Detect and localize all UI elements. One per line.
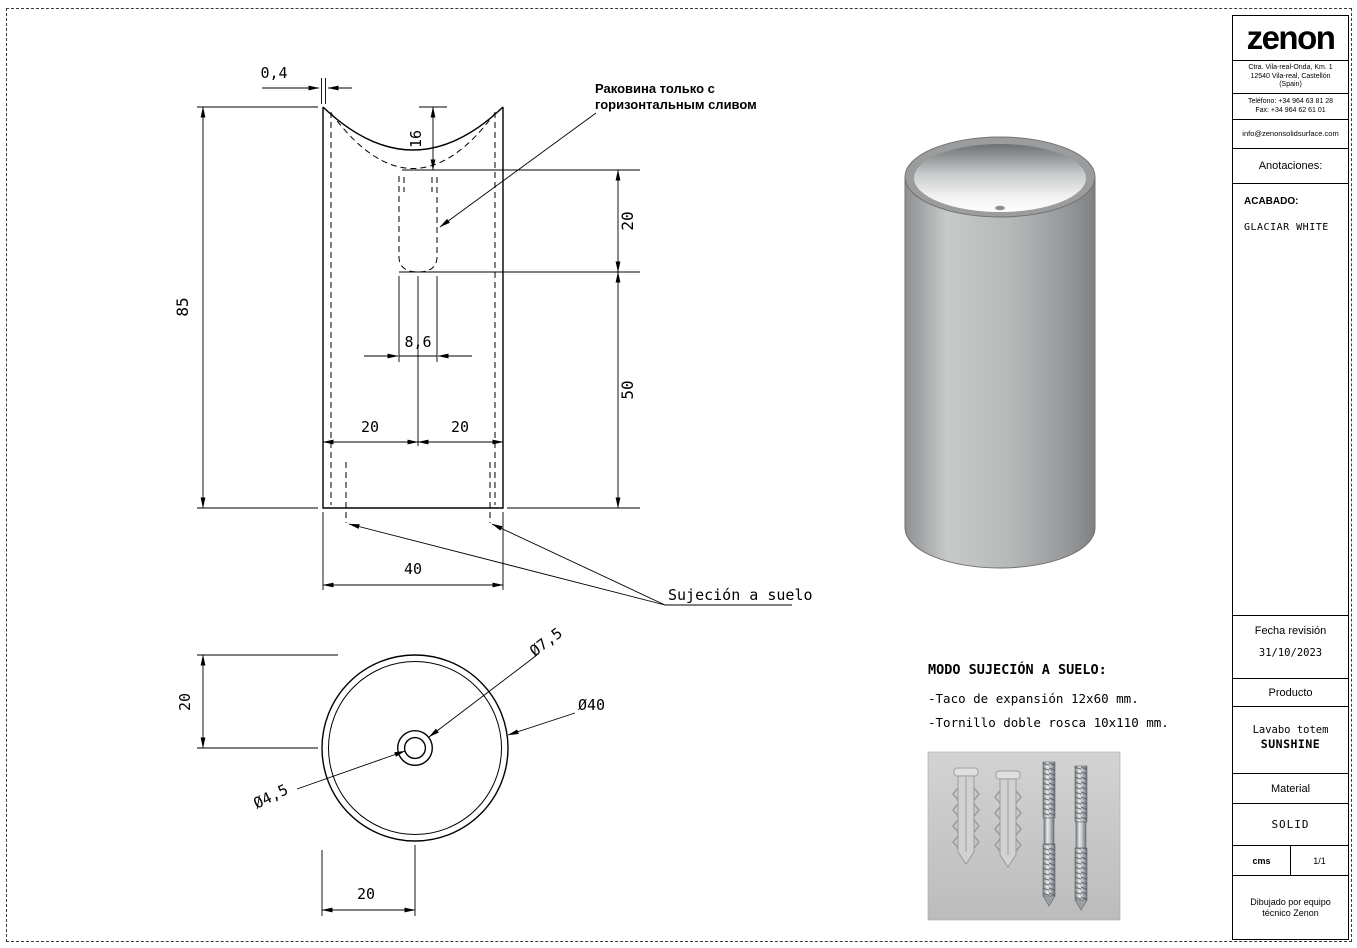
fixation-item-screw: -Tornillo doble rosca 10x110 mm. bbox=[928, 715, 1169, 730]
dim-basin-depth-label: 16 bbox=[407, 130, 425, 148]
front-view-hidden-lines bbox=[330, 112, 496, 523]
company-contact: Teléfono: +34 964 63 81 28 Fax: +34 964 … bbox=[1233, 94, 1348, 120]
dim-drain-bottom-label: 50 bbox=[618, 380, 637, 399]
double-thread-screw-2 bbox=[1074, 765, 1088, 911]
finish-section: ACABADO: GLACIAR WHITE bbox=[1233, 184, 1348, 616]
phone-line: Teléfono: +34 964 63 81 28 bbox=[1247, 98, 1334, 105]
address-line1: Ctra. Vila-real-Onda, Km. 1 bbox=[1248, 64, 1333, 71]
dim-basin-depth: 16 bbox=[407, 106, 447, 171]
dim-wall-label: 0,4 bbox=[260, 64, 287, 82]
product-section: Lavabo totem SUNSHINE bbox=[1233, 707, 1348, 774]
revision-label: Fecha revisión bbox=[1254, 625, 1327, 637]
dia-drain-label: Ø7,5 bbox=[526, 624, 566, 660]
fixation-item-anchor: -Taco de expansión 12x60 mm. bbox=[928, 691, 1139, 706]
address-line3: (Spain) bbox=[1279, 81, 1302, 88]
floor-fixation-callout: Sujeción a suelo bbox=[348, 523, 813, 606]
dim-total-height: 85 bbox=[173, 106, 318, 509]
units-label: cms bbox=[1233, 846, 1291, 875]
dia-hole-label: Ø4,5 bbox=[251, 780, 291, 812]
company-address: Ctra. Vila-real-Onda, Km. 1 12540 Vila-r… bbox=[1233, 61, 1348, 94]
dim-total-width: 40 bbox=[322, 512, 504, 590]
dim-drain-width: 8,6 bbox=[364, 276, 472, 446]
front-view-outline bbox=[322, 106, 504, 509]
render-drain-dot bbox=[995, 205, 1005, 211]
floor-fixation-label: Sujeción a suelo bbox=[668, 586, 813, 604]
dim-half-left-label: 20 bbox=[361, 418, 379, 436]
fixation-photo bbox=[927, 751, 1121, 921]
drawn-by-credit: Dibujado por equipo técnico Zenon bbox=[1233, 876, 1348, 939]
fixation-note: MODO SUJECIÓN A SUELO: -Taco de expansió… bbox=[928, 660, 1169, 730]
dim-plan-center-horizontal: 20 bbox=[321, 845, 416, 916]
revision-section: Fecha revisión 31/10/2023 bbox=[1233, 616, 1348, 679]
dia-outer-label: Ø40 bbox=[578, 696, 605, 714]
company-logo: zenon bbox=[1233, 16, 1348, 61]
product-name: Lavabo totem bbox=[1252, 724, 1329, 736]
dim-height-label: 85 bbox=[173, 297, 192, 316]
material-label: Material bbox=[1233, 774, 1348, 804]
drain-annotation: Раковина только с горизонтальным сливом bbox=[439, 81, 757, 228]
dim-wall-thickness: 0,4 bbox=[260, 64, 352, 104]
finish-label: ACABADO: bbox=[1244, 196, 1299, 207]
dim-drain-position: 20 50 bbox=[399, 169, 640, 509]
credit-line1: Dibujado por equipo bbox=[1250, 896, 1331, 907]
dim-half-widths: 20 20 bbox=[322, 418, 504, 445]
material-value: SOLID bbox=[1233, 804, 1348, 846]
product-model: SUNSHINE bbox=[1260, 737, 1321, 751]
units-row: cms 1/1 bbox=[1233, 846, 1348, 876]
expansion-anchor-2 bbox=[994, 770, 1022, 868]
company-email: info@zenonsolidsurface.com bbox=[1233, 120, 1348, 149]
expansion-anchor-1 bbox=[952, 767, 980, 865]
plan-diameter-callouts: Ø7,5 Ø40 Ø4,5 bbox=[251, 624, 605, 813]
drain-annotation-line1: Раковина только с bbox=[595, 81, 715, 96]
fixation-title: MODO SUJECIÓN A SUELO: bbox=[928, 660, 1107, 678]
dim-drain-width-label: 8,6 bbox=[404, 333, 431, 351]
revision-date: 31/10/2023 bbox=[1258, 647, 1323, 659]
dim-plan-h-label: 20 bbox=[357, 885, 375, 903]
technical-drawing: 85 0,4 16 20 50 8,6 bbox=[173, 64, 1169, 921]
sheet-number: 1/1 bbox=[1313, 855, 1326, 866]
dim-half-right-label: 20 bbox=[451, 418, 469, 436]
credit-line2: técnico Zenon bbox=[1262, 907, 1319, 918]
annotations-header: Anotaciones: bbox=[1233, 149, 1348, 184]
dim-width-label: 40 bbox=[404, 560, 422, 578]
fax-line: Fax: +34 964 62 61 01 bbox=[1255, 106, 1326, 114]
address-line2: 12540 Vila-real, Castellón bbox=[1250, 72, 1331, 80]
finish-value: GLACIAR WHITE bbox=[1244, 222, 1329, 233]
dim-plan-v-label: 20 bbox=[176, 693, 194, 711]
plan-view bbox=[321, 654, 509, 842]
drain-annotation-line2: горизонтальным сливом bbox=[595, 97, 757, 112]
double-thread-screw-1 bbox=[1042, 761, 1056, 907]
product-3d-render bbox=[904, 136, 1096, 569]
floor-anchor-holes bbox=[345, 462, 491, 523]
dim-drain-top-label: 20 bbox=[618, 211, 637, 230]
title-block: zenon Ctra. Vila-real-Onda, Km. 1 12540 … bbox=[1232, 15, 1349, 940]
product-label: Producto bbox=[1233, 679, 1348, 707]
dim-plan-center-vertical: 20 bbox=[176, 654, 338, 749]
